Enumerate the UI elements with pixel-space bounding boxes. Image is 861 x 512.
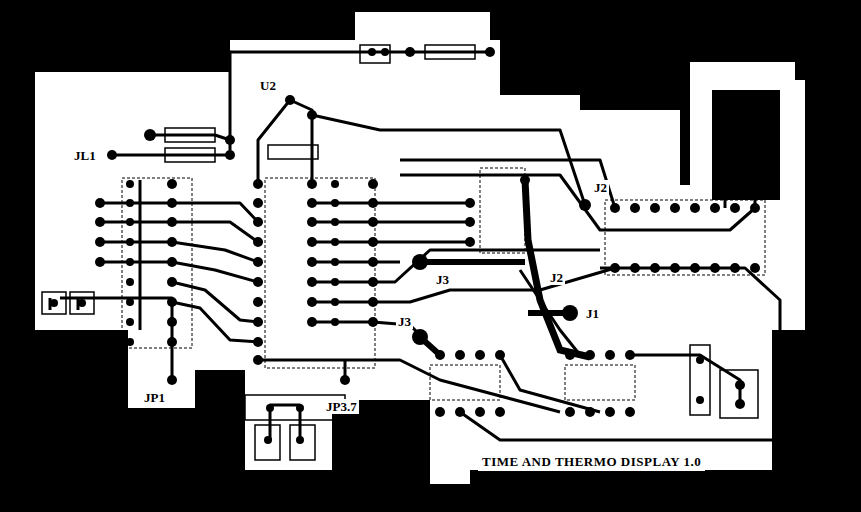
part-ref: J3: [396, 314, 413, 329]
part-ref: J3: [434, 272, 451, 287]
part-ref: JP3.7: [324, 399, 359, 414]
part-ref: J1: [584, 306, 601, 321]
part-ref: J2: [592, 180, 609, 195]
part-ref: U2: [258, 78, 278, 93]
part-ref: JL1: [72, 148, 98, 163]
part-ref: J2: [548, 270, 565, 285]
part-ref: JP1: [142, 390, 167, 405]
board-title: TIME AND THERMO DISPLAY 1.0: [478, 452, 705, 471]
